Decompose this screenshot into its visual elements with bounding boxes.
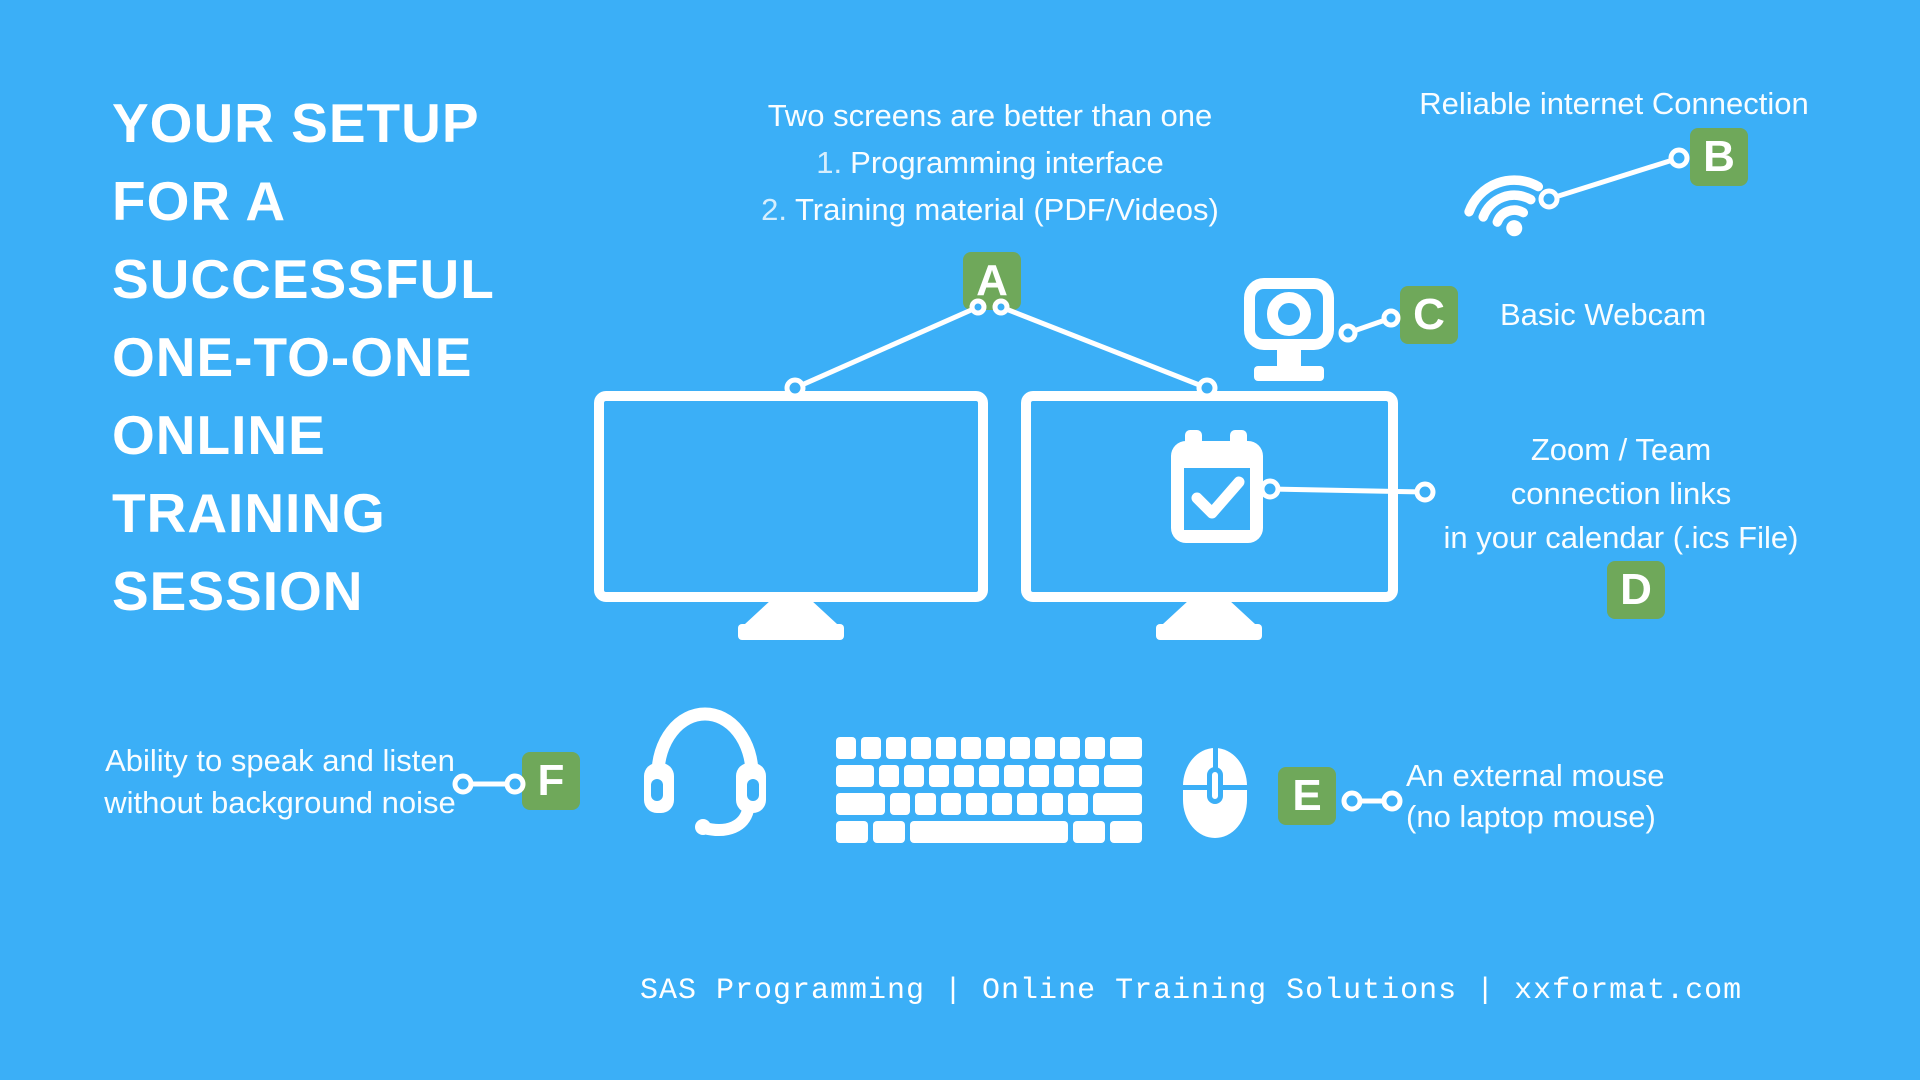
badge-c: C	[1400, 286, 1458, 344]
monitor-right-base	[1156, 624, 1262, 640]
mouse-note-line: (no laptop mouse)	[1406, 799, 1656, 834]
webcam-head	[1244, 278, 1334, 350]
headset-icon	[644, 707, 766, 836]
list-text: Programming interface	[850, 145, 1164, 180]
monitor-right-stand	[1163, 600, 1255, 624]
mouse-note: An external mouse (no laptop mouse)	[1406, 755, 1766, 837]
calendar-note-line: in your calendar (.ics File)	[1443, 520, 1799, 555]
webcam-neck	[1277, 348, 1301, 366]
webcam-base	[1254, 366, 1324, 381]
calendar-note-line: connection links	[1510, 476, 1732, 511]
webcam-lens	[1267, 292, 1311, 336]
calendar-note-line: Zoom / Team	[1530, 432, 1712, 467]
title-line: SUCCESSFUL	[112, 248, 495, 310]
list-text: Training material (PDF/Videos)	[795, 192, 1219, 227]
webcam-icon	[1244, 278, 1338, 391]
monitor-left-stand	[745, 600, 837, 624]
internet-label: Reliable internet Connection	[1419, 86, 1809, 121]
badge-f: F	[522, 752, 580, 810]
title-line: SESSION	[112, 560, 364, 622]
mouse-scroll-wheel	[1207, 767, 1223, 804]
calendar-note: Zoom / Team connection links in your cal…	[1421, 428, 1821, 560]
keyboard-row	[836, 765, 1142, 787]
list-item: 1.Programming interface	[700, 139, 1280, 186]
audio-note-line: without background noise	[104, 785, 456, 820]
title-line: ONLINE	[112, 404, 326, 466]
keyboard-row	[836, 737, 1143, 759]
keyboard-icon	[836, 737, 1143, 843]
audio-note: Ability to speak and listen without back…	[80, 740, 480, 824]
monitor-left-icon	[594, 391, 988, 602]
mouse-note-line: An external mouse	[1406, 758, 1665, 793]
webcam-label: Basic Webcam	[1500, 297, 1707, 332]
audio-note-line: Ability to speak and listen	[105, 743, 455, 778]
keyboard-row	[836, 821, 1143, 843]
list-item: 2.Training material (PDF/Videos)	[700, 186, 1280, 233]
badge-b: B	[1690, 128, 1748, 186]
monitor-left-base	[738, 624, 844, 640]
list-number: 2.	[761, 192, 788, 227]
title-line: TRAINING	[112, 482, 386, 544]
title-line: YOUR SETUP	[112, 92, 480, 154]
wifi-icon	[1464, 175, 1544, 237]
badge-a: A	[963, 252, 1021, 310]
page-title: YOUR SETUP FOR A SUCCESSFUL ONE-TO-ONE O…	[112, 84, 495, 630]
title-line: ONE-TO-ONE	[112, 326, 473, 388]
mouse-icon	[1183, 748, 1247, 838]
two-screens-heading: Two screens are better than one	[767, 98, 1213, 133]
title-line: FOR A	[112, 170, 287, 232]
badge-e: E	[1278, 767, 1336, 825]
keyboard-row	[836, 793, 1142, 815]
calendar-check-icon	[1171, 430, 1263, 543]
badge-d: D	[1607, 561, 1665, 619]
two-screens-note: Two screens are better than one 1.Progra…	[700, 92, 1280, 233]
footer-text: SAS Programming | Online Training Soluti…	[640, 974, 1743, 1008]
list-number: 1.	[816, 145, 843, 180]
